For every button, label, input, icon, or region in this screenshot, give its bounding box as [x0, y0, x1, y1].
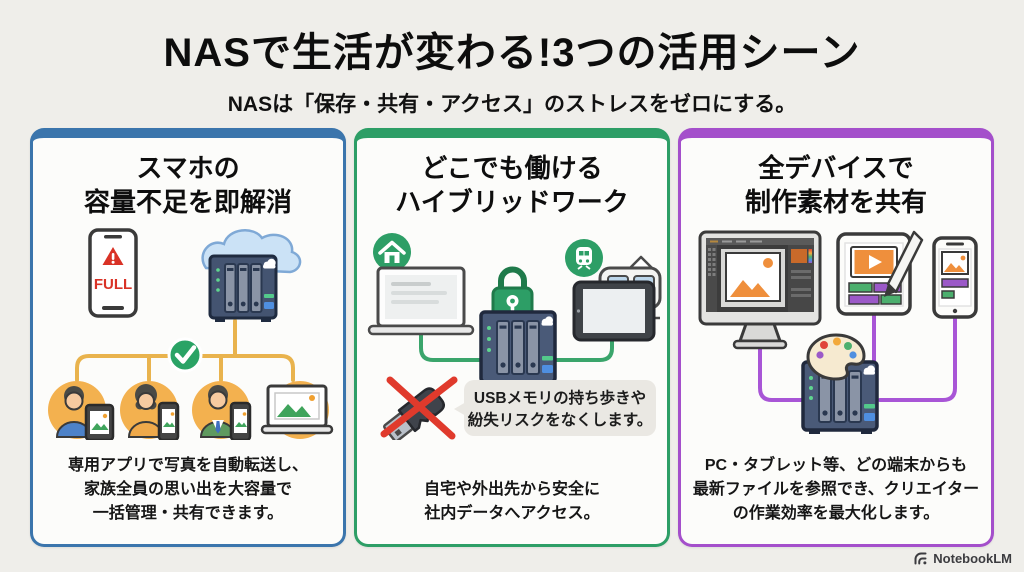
card1-illustration: FULL — [38, 227, 338, 441]
card3-description: PC・タブレット等、どの端末からも 最新ファイルを参照でき、クリエイター の作業… — [692, 457, 980, 522]
phone-icon — [229, 401, 252, 441]
laptop-photo-icon — [260, 380, 334, 439]
card2-description: 自宅や外出先から安全に 社内データへアクセス。 — [423, 481, 600, 522]
notebooklm-logo-icon — [914, 552, 927, 565]
card-creative-sharing: 全デバイスで 制作素材を共有 — [678, 128, 994, 547]
family-member-woman-phone — [120, 380, 180, 441]
card-hybrid-work: どこでも働ける ハイブリッドワーク — [354, 128, 670, 547]
card2-title: どこでも働ける ハイブリッドワーク — [395, 153, 629, 217]
warning-icon — [102, 246, 124, 265]
full-label: FULL — [94, 276, 132, 293]
tablet-video-icon — [836, 230, 924, 316]
card3-title: 全デバイスで 制作素材を共有 — [744, 153, 927, 217]
no-usb-cross-icon — [380, 376, 458, 440]
tablet-icon — [572, 280, 656, 342]
watermark: NotebookLM — [913, 551, 1012, 566]
secure-remote-access-diagram: USBメモリの持ち歩きや 紛失リスクをなくします。 — [367, 232, 662, 443]
use-case-cards: スマホの 容量不足を即解消 — [30, 128, 994, 547]
phone-full-icon: FULL — [88, 227, 138, 318]
home-badge-icon — [373, 232, 411, 271]
nas-cloud-badge — [541, 315, 553, 326]
tablet-icon — [84, 403, 115, 441]
card1-description: 専用アプリで写真を自動転送し、 家族全員の思い出を大容量で 一括管理・共有できま… — [67, 457, 308, 522]
palette-icon — [806, 333, 866, 381]
commute-train-badge-icon — [565, 238, 603, 277]
usb-stick-icon — [380, 376, 458, 443]
header: NASで生活が変わる!3つの活用シーン NASは「保存・共有・アクセス」のストレ… — [0, 0, 1024, 118]
creative-devices-diagram — [698, 230, 978, 434]
desktop-editor-icon — [698, 230, 822, 349]
page-title: NASで生活が変わる!3つの活用シーン — [163, 31, 861, 75]
page-subtitle: NASは「保存・共有・アクセス」のストレスをゼロにする。 — [227, 93, 797, 116]
family-member-suit-phone — [192, 380, 252, 441]
nas-icon — [208, 254, 278, 322]
nas-cloud-badge — [263, 258, 276, 269]
family-member-man-tablet — [48, 380, 115, 441]
vpn-connector — [419, 329, 614, 362]
laptop-icon — [367, 266, 475, 335]
check-icon — [167, 337, 203, 373]
card3-illustration — [686, 228, 986, 440]
nas-icon — [479, 309, 557, 386]
phone-media-icon — [932, 235, 978, 319]
bubble-line-2: 紛失リスクをなくします。 — [468, 410, 652, 429]
card2-illustration: USBメモリの持ち歩きや 紛失リスクをなくします。 — [362, 228, 662, 443]
stylus-icon — [884, 230, 924, 297]
card-smartphone-capacity: スマホの 容量不足を即解消 — [30, 128, 346, 547]
watermark-label: NotebookLM — [933, 551, 1012, 566]
bubble-line-1: USBメモリの持ち歩きや — [474, 388, 646, 407]
family-photo-sharing-diagram: FULL — [48, 227, 334, 441]
sync-connector — [758, 312, 957, 402]
speech-bubble: USBメモリの持ち歩きや 紛失リスクをなくします。 — [454, 379, 656, 436]
nas-cloud-badge — [863, 364, 875, 375]
phone-icon — [157, 401, 180, 441]
card1-title: スマホの 容量不足を即解消 — [83, 153, 292, 217]
